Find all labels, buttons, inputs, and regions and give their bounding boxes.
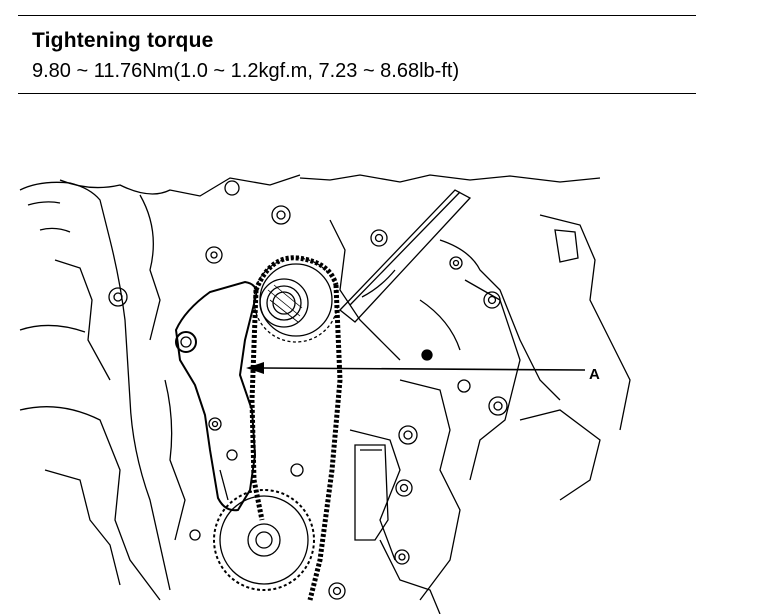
spec-value: 9.80 ~ 11.76Nm(1.0 ~ 1.2kgf.m, 7.23 ~ 8.… (32, 60, 460, 82)
upper-chain-guide (339, 189, 472, 323)
crankshaft-sprocket (213, 489, 315, 591)
callout-label-a: A (589, 366, 600, 383)
spec-title: Tightening torque (32, 29, 214, 52)
engine-block-left (19, 174, 301, 601)
timing-chain (249, 255, 343, 601)
callout-arrow (246, 362, 586, 374)
torque-spec-box: Tightening torque 9.80 ~ 11.76Nm(1.0 ~ 1… (18, 15, 696, 94)
oil-pump-drive (189, 444, 441, 614)
engine-timing-chain-illustration: A (19, 174, 631, 614)
chain-tensioner-arm[interactable] (174, 280, 258, 512)
engine-block-right (271, 174, 631, 601)
